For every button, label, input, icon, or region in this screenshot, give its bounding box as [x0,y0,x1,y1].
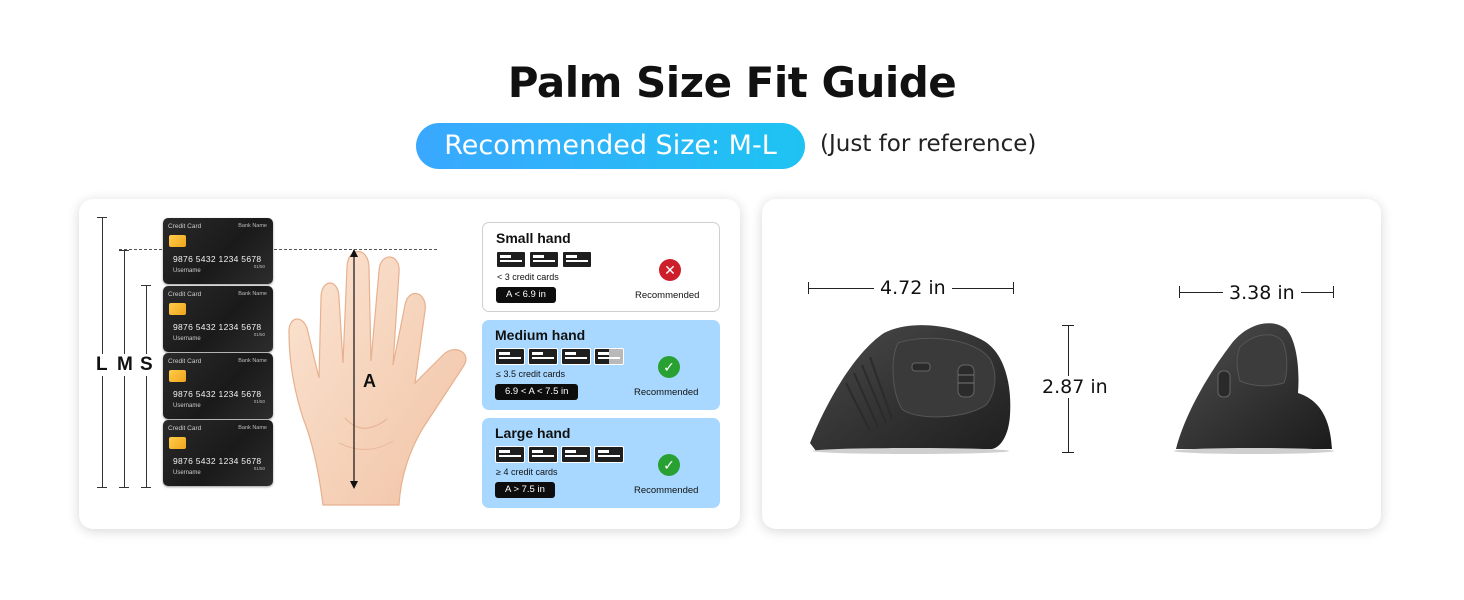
card-bank: Bank Name [238,291,267,297]
card-chip-icon [169,235,186,247]
ruler-l-top-tick [97,217,107,218]
ruler-letter-l: L [95,354,109,376]
width-cap-right [1333,286,1334,298]
card-icon [561,446,591,463]
credit-card: Credit Card Bank Name 9876 5432 1234 567… [163,353,273,419]
recommendation-status: Recommended [635,290,700,301]
ruler-s-top-tick [141,285,151,286]
card-bank: Bank Name [238,425,267,431]
check-circle-icon: ✓ [658,356,680,378]
card-username: Username [173,268,201,274]
card-expiry: 01/50 [253,466,265,471]
ruler-letter-s: S [139,354,154,376]
card-number: 9876 5432 1234 5678 [173,389,262,399]
card-type: Credit Card [168,358,202,365]
size-range: 6.9 < A < 7.5 in [495,384,579,400]
card-number: 9876 5432 1234 5678 [173,254,262,264]
card-icon [528,348,558,365]
palm-size-panel: L M S Credit Card Bank Name 9876 5432 12… [79,199,740,529]
large-hand-box: Large hand ≥ 4 credit cards A > 7.5 in ✓… [482,418,720,508]
card-icon [528,446,558,463]
card-chip-icon [169,303,186,315]
card-number: 9876 5432 1234 5678 [173,322,262,332]
hand-size-name: Medium hand [495,327,586,343]
hand-length-label: A [363,371,376,391]
card-type: Credit Card [168,291,202,298]
card-expiry: 01/50 [253,332,265,337]
hand-size-name: Small hand [496,230,571,246]
credit-card: Credit Card Bank Name 9876 5432 1234 567… [163,420,273,486]
page-title: Palm Size Fit Guide [507,58,957,107]
size-range: A < 6.9 in [496,287,556,303]
ruler-m-bottom-tick [119,487,129,488]
length-cap-right [1013,282,1014,294]
card-username: Username [173,470,201,476]
recommendation-status: Recommended [634,387,699,398]
card-icon [529,251,559,268]
medium-hand-box: Medium hand ≤ 3.5 credit cards 6.9 < A <… [482,320,720,410]
card-icon [561,348,591,365]
height-cap-bottom [1062,452,1074,453]
ruler-s [146,285,147,487]
card-type: Credit Card [168,425,202,432]
card-chip-icon [169,370,186,382]
fingertip-guide-line [119,249,437,250]
card-icon [495,446,525,463]
recommended-size-badge: Recommended Size: M-L [416,123,805,169]
card-number: 9876 5432 1234 5678 [173,456,262,466]
ruler-s-bottom-tick [141,487,151,488]
card-username: Username [173,403,201,409]
ruler-m-top-tick [119,250,129,251]
hand-illustration [288,251,467,506]
reference-note: (Just for reference) [820,131,1037,157]
card-bank: Bank Name [238,358,267,364]
half-card-icon [594,348,624,365]
size-range: A > 7.5 in [495,482,555,498]
mouse-side-view [810,325,1011,454]
credit-card: Credit Card Bank Name 9876 5432 1234 567… [163,218,273,284]
check-circle-icon: ✓ [658,454,680,476]
card-icon [594,446,624,463]
width-label: 3.38 in [1223,282,1301,304]
ruler-letter-m: M [116,354,134,376]
height-label: 2.87 in [1036,376,1114,398]
card-username: Username [173,336,201,342]
hand-length-arrow [350,249,358,489]
x-circle-icon: ✕ [659,259,681,281]
card-type: Credit Card [168,223,202,230]
length-label: 4.72 in [874,277,952,299]
credit-card: Credit Card Bank Name 9876 5432 1234 567… [163,286,273,352]
mouse-front-view [1174,323,1334,454]
ruler-l-bottom-tick [97,487,107,488]
card-bank: Bank Name [238,223,267,229]
hand-size-name: Large hand [495,425,571,441]
card-count: ≥ 4 credit cards [496,467,558,477]
card-expiry: 01/50 [253,264,265,269]
card-chip-icon [169,437,186,449]
small-hand-box: Small hand < 3 credit cards A < 6.9 in ✕… [482,222,720,312]
card-icon [496,251,526,268]
ruler-l [102,217,103,487]
card-count: < 3 credit cards [497,272,559,282]
card-icon [562,251,592,268]
card-icon [495,348,525,365]
card-count: ≤ 3.5 credit cards [496,369,565,379]
dimensions-panel: 4.72 in 3.38 in 2.87 in [762,199,1381,529]
recommendation-status: Recommended [634,485,699,496]
card-expiry: 01/50 [253,399,265,404]
